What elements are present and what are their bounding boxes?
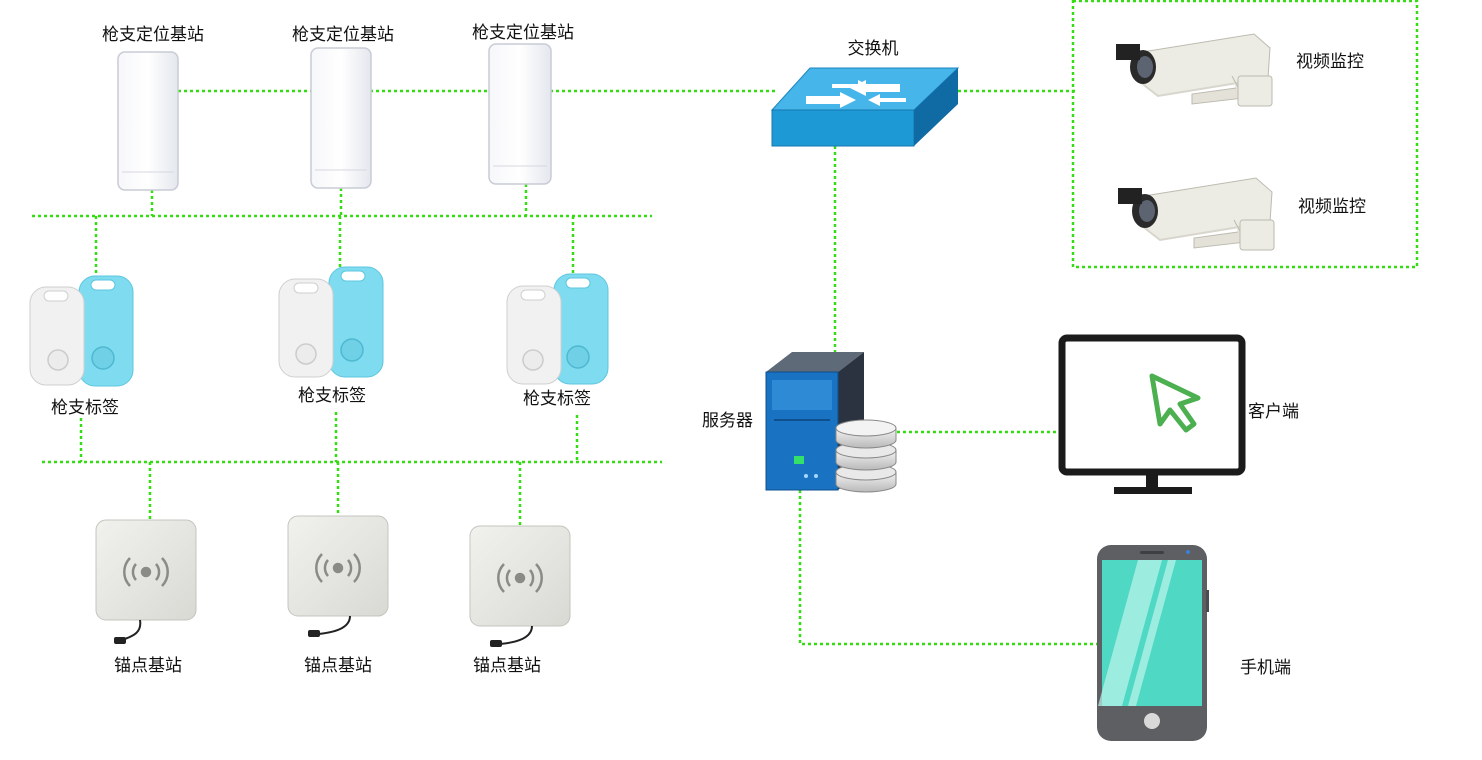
client-label: 客户端 [1248, 402, 1299, 422]
anchor-base-station-1 [95, 519, 197, 644]
switch-icon [770, 67, 960, 147]
gun-base-station-1-label: 枪支定位基站 [102, 25, 204, 45]
phone-icon [1097, 545, 1209, 741]
gun-tag-2-label: 枪支标签 [298, 386, 366, 406]
anchor-base-station-2-label: 锚点基站 [304, 656, 372, 676]
gun-tag-3 [506, 273, 609, 385]
gun-tag-1-label: 枪支标签 [51, 398, 119, 418]
gun-base-station-2-label: 枪支定位基站 [292, 25, 394, 45]
gun-tag-2 [278, 266, 384, 378]
link-server-mobile [798, 490, 1098, 646]
connection-lines [32, 0, 1419, 646]
switch-label: 交换机 [847, 39, 899, 59]
anchor-base-station-2 [287, 515, 389, 637]
gun-base-station-2 [310, 47, 372, 189]
server-label: 服务器 [702, 411, 753, 431]
monitor-icon [1058, 334, 1246, 494]
mobile-label: 手机端 [1240, 658, 1291, 678]
video-monitor-2-label: 视频监控 [1298, 197, 1366, 217]
gun-tag-1 [29, 275, 134, 387]
cursor-icon [1149, 373, 1201, 433]
gun-tag-3-label: 枪支标签 [523, 389, 591, 409]
camera-group-frame [1071, 0, 1419, 269]
anchor-base-station-3 [469, 525, 571, 647]
anchor-base-station-1-label: 锚点基站 [114, 656, 182, 676]
gun-base-station-3-label: 枪支定位基站 [472, 23, 574, 43]
database-icon [835, 419, 897, 493]
video-monitor-1-label: 视频监控 [1296, 52, 1364, 72]
camera-icon-1 [1116, 33, 1273, 107]
anchor-base-station-3-label: 锚点基站 [473, 656, 541, 676]
gun-base-station-3 [488, 43, 552, 185]
gun-base-station-1 [117, 51, 179, 191]
camera-icon-2 [1118, 177, 1275, 251]
